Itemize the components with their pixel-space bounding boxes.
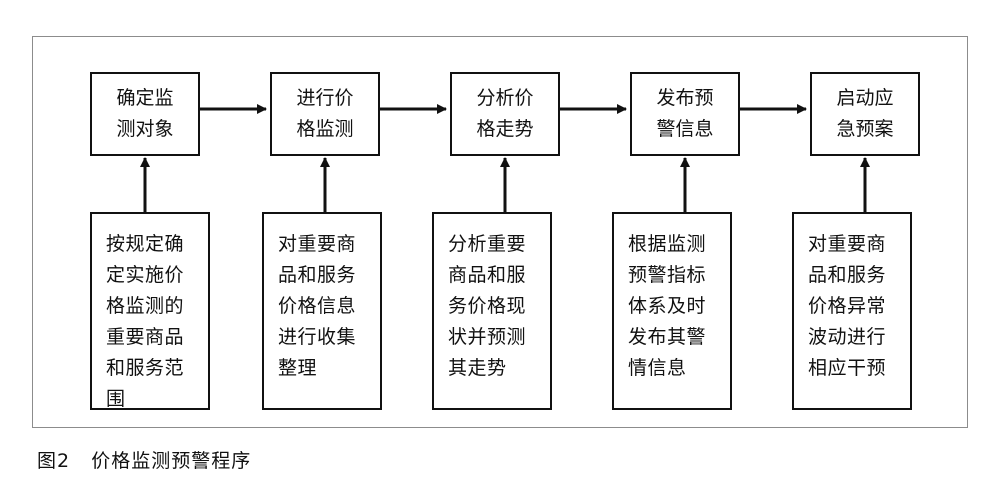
detail-box-1: 按规定确 定实施价 格监测的 重要商品 和服务范围 (90, 212, 210, 410)
figure-caption: 图2 价格监测预警程序 (37, 450, 252, 472)
diagram-frame (32, 36, 968, 428)
step-box-1: 确定监 测对象 (90, 72, 200, 156)
step-title-5: 启动应 急预案 (836, 87, 894, 140)
detail-box-5: 对重要商 品和服务 价格异常 波动进行 相应干预 (792, 212, 912, 410)
step-box-5: 启动应 急预案 (810, 72, 920, 156)
detail-box-4: 根据监测 预警指标 体系及时 发布其警 情信息 (612, 212, 732, 410)
detail-box-3: 分析重要 商品和服 务价格现 状并预测 其走势 (432, 212, 552, 410)
step-title-4: 发布预 警信息 (656, 87, 714, 140)
detail-box-2: 对重要商 品和服务 价格信息 进行收集 整理 (262, 212, 382, 410)
step-box-4: 发布预 警信息 (630, 72, 740, 156)
step-title-1: 确定监 测对象 (116, 87, 174, 140)
step-title-2: 进行价 格监测 (296, 87, 354, 140)
step-title-3: 分析价 格走势 (476, 87, 534, 140)
step-box-2: 进行价 格监测 (270, 72, 380, 156)
step-box-3: 分析价 格走势 (450, 72, 560, 156)
